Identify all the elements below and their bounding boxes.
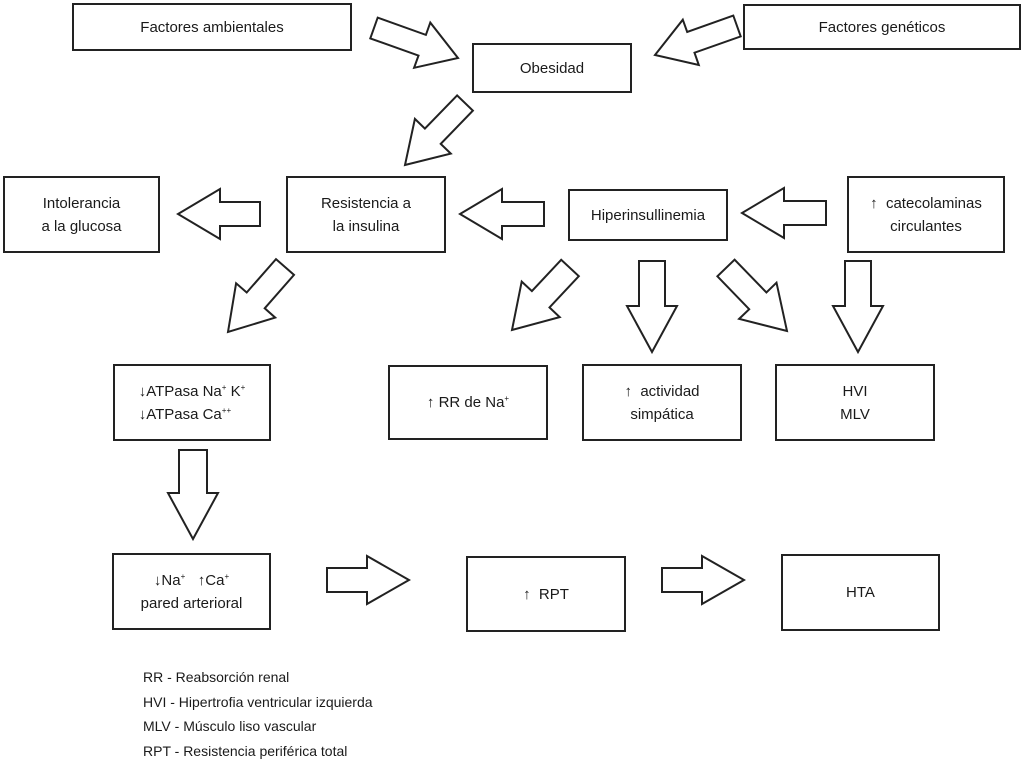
node-atpasa: ↓ATPasa Na+ K+ ↓ATPasa Ca++ [113, 364, 271, 441]
node-catecolaminas-line2: circulantes [890, 217, 962, 235]
node-resistencia-line2: la insulina [332, 217, 400, 235]
arrow-obesidad-to-resistencia [403, 93, 475, 167]
arrow-resistencia-to-atpasa [226, 257, 296, 334]
node-na-sup: + [180, 571, 186, 581]
node-rr-na-text: RR de Na [438, 394, 505, 411]
node-actividad-simpatica: ↑ actividad simpática [582, 364, 742, 441]
arrow-rpt-to-hta [661, 554, 747, 606]
arrow-resistencia-to-intolerancia [176, 187, 261, 241]
node-pared-line2: pared arterioral [140, 594, 243, 612]
node-atpasa-line2-text: ATPasa Ca [146, 405, 222, 423]
node-hvi-line2: MLV [840, 405, 870, 423]
node-ca-sup: + [224, 571, 230, 581]
node-atpasa-line1-text: ATPasa Na [146, 382, 222, 400]
arrow-hiperinsulinemia-to-hvi [715, 258, 789, 333]
legend-item: RR - Reabsorción renal [143, 669, 290, 685]
node-actividad-line1: actividad [640, 382, 700, 400]
arrow-pared-to-rpt [326, 554, 412, 606]
arrow-atpasa-to-pared [166, 449, 220, 542]
node-resistencia-line1: Resistencia a [320, 194, 412, 212]
arrow-ambientales-to-obesidad [369, 16, 460, 70]
node-catecolaminas-line1: catecolaminas [885, 194, 982, 212]
node-factores-geneticos: Factores genéticos [743, 4, 1021, 50]
node-factores-geneticos-label: Factores genéticos [818, 18, 946, 36]
node-hvi-mlv: HVI MLV [775, 364, 935, 441]
node-rr-na: ↑ RR de Na+ [388, 365, 548, 440]
node-intolerancia-line1: Intolerancia [42, 194, 121, 212]
arrow-geneticos-to-obesidad [653, 14, 742, 67]
up-arrow-icon: ↑ [624, 382, 632, 400]
node-factores-ambientales-label: Factores ambientales [140, 18, 284, 36]
legend-item: RPT - Resistencia periférica total [143, 742, 348, 759]
up-arrow-icon: ↑ [426, 394, 435, 411]
node-atpasa-line2-sup: ++ [221, 405, 232, 415]
node-na-ca-pared: ↓Na+ ↑Ca+ pared arterioral [112, 553, 271, 630]
node-resistencia-insulina: Resistencia a la insulina [286, 176, 446, 253]
legend-item: MLV - Músculo liso vascular [143, 718, 317, 734]
node-atpasa-line1-sup2: + [240, 382, 246, 392]
down-arrow-icon: ↓ [153, 571, 162, 589]
node-na-text: Na [161, 571, 181, 589]
node-atpasa-line1-mid: K [230, 382, 241, 400]
down-arrow-icon: ↓ [138, 382, 147, 400]
node-rpt: ↑ RPT [466, 556, 626, 632]
arrow-hiperinsulinemia-to-resistencia [458, 187, 545, 241]
up-arrow-icon: ↑ [523, 585, 531, 603]
legend: RR - Reabsorción renal HVI - Hipertrofia… [143, 665, 373, 763]
node-hta-label: HTA [846, 584, 875, 601]
arrow-catecolaminas-to-hiperinsulinemia [740, 186, 827, 240]
node-hta: HTA [781, 554, 940, 631]
node-intolerancia-glucosa: Intolerancia a la glucosa [3, 176, 160, 253]
node-catecolaminas: ↑ catecolaminas circulantes [847, 176, 1005, 253]
node-obesidad-label: Obesidad [519, 59, 585, 77]
arrow-catecolaminas-to-hvi [831, 260, 885, 355]
node-hiperinsulinemia-label: Hiperinsullinemia [590, 206, 706, 224]
node-intolerancia-line2: a la glucosa [41, 217, 122, 235]
node-atpasa-line1-sup1: + [221, 382, 227, 392]
up-arrow-icon: ↑ [870, 194, 878, 212]
up-arrow-icon: ↑ [197, 571, 206, 589]
arrow-hiperinsulinemia-to-rr-na [510, 258, 581, 332]
down-arrow-icon: ↓ [138, 405, 147, 423]
node-hiperinsulinemia: Hiperinsullinemia [568, 189, 728, 241]
legend-item: HVI - Hipertrofia ventricular izquierda [143, 693, 373, 710]
node-obesidad: Obesidad [472, 43, 632, 93]
node-hvi-line1: HVI [842, 382, 868, 400]
node-ca-text: Ca [205, 571, 225, 589]
node-factores-ambientales: Factores ambientales [72, 3, 352, 51]
node-rpt-text: RPT [538, 585, 569, 603]
node-actividad-line2: simpática [630, 405, 694, 423]
node-rr-na-sup: + [504, 394, 510, 403]
arrow-hiperinsulinemia-to-actividad [625, 260, 679, 355]
